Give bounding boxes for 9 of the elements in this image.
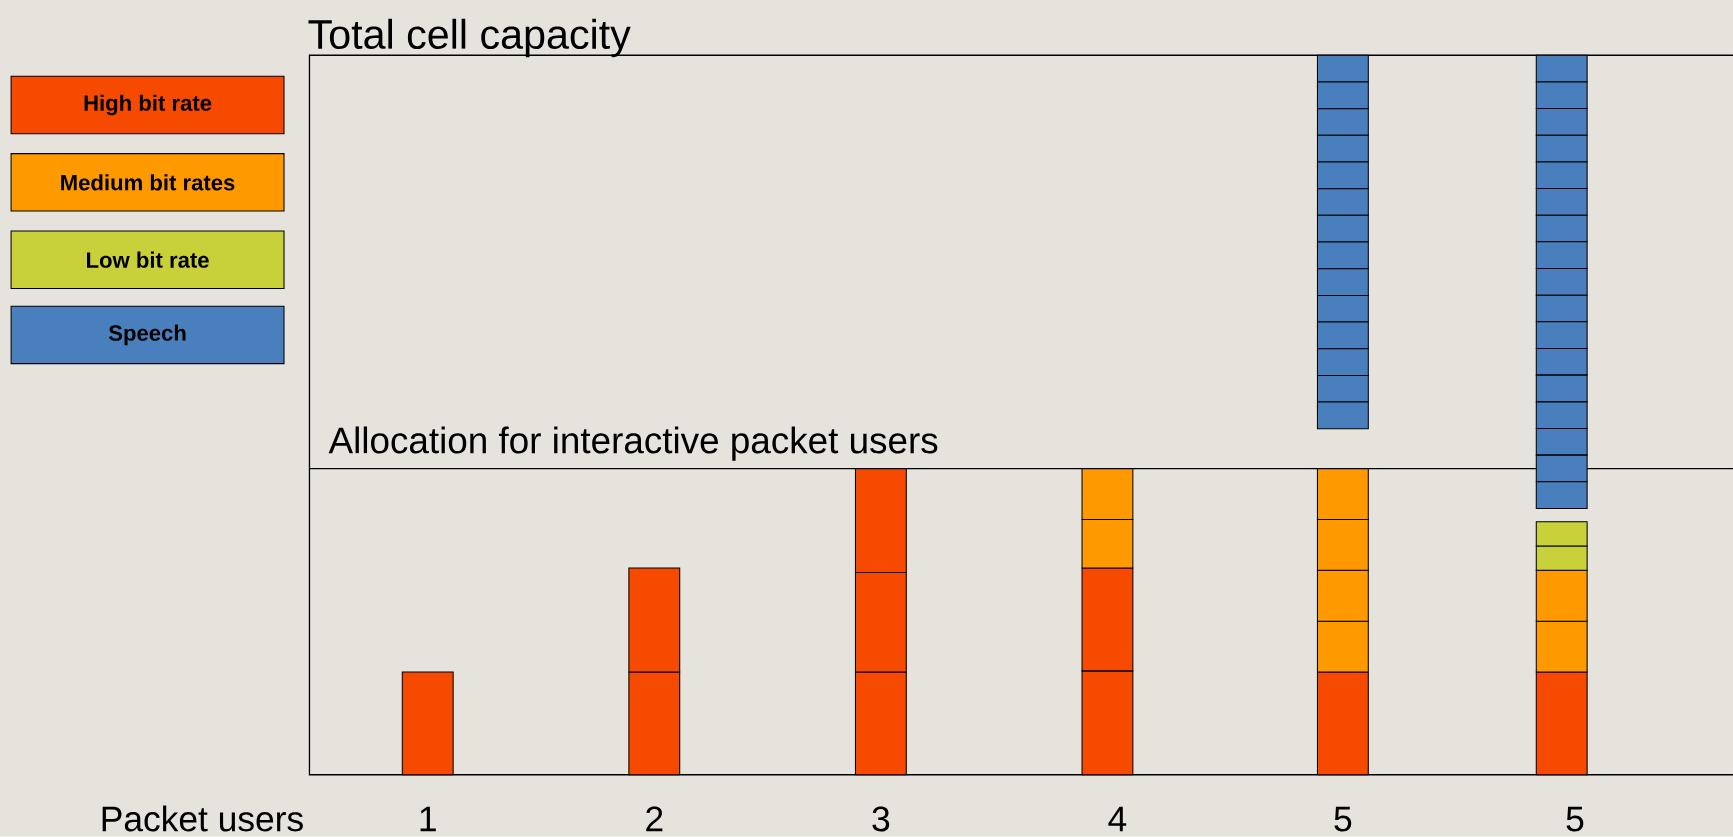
tick-label: 5	[1334, 807, 1352, 832]
tick-label: 4	[1108, 807, 1127, 832]
chart-title: Total cell capacity	[308, 18, 631, 58]
capacity-label: Allocation for interactive packet users	[328, 426, 938, 461]
tick-label: 5	[1566, 807, 1584, 832]
tick-label: 2	[646, 806, 663, 832]
tick-label: 3	[872, 806, 890, 832]
tick-label: 1	[420, 807, 436, 832]
axis-label: Packet users	[102, 805, 303, 832]
